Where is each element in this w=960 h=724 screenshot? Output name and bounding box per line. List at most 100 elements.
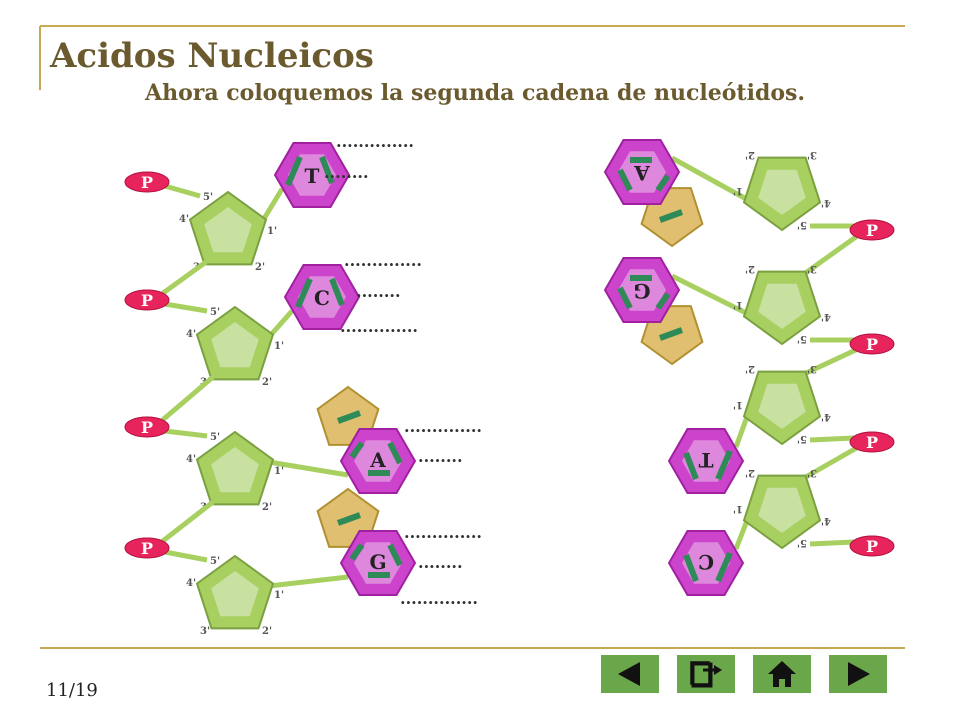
phosphate-bond (164, 428, 208, 439)
bond-dots: ........ (356, 282, 401, 301)
backbone-bond (157, 500, 215, 546)
rotated-sugar: 5'1'4'3'2' (733, 467, 831, 550)
h-bond-marker (655, 292, 671, 310)
phosphate-label: P (866, 433, 878, 452)
carbon-label: 4' (821, 197, 831, 208)
carbon-label: 1' (274, 590, 284, 601)
carbon-label: 5' (210, 432, 220, 443)
carbon-label: 2' (745, 149, 755, 160)
carbon-label: 1' (733, 185, 743, 196)
phosphate-bond (809, 435, 855, 443)
carbon-label: 3' (807, 363, 817, 374)
carbon-label: 1' (274, 341, 284, 352)
carbon-label: 1' (267, 226, 277, 237)
phosphate-label: P (141, 539, 153, 558)
h-bond-marker (295, 277, 313, 309)
phosphate-group (849, 431, 895, 453)
base-letter: C (698, 550, 714, 574)
next-button[interactable] (829, 655, 887, 693)
carbon-label: 5' (797, 219, 807, 230)
h-bond-marker (683, 553, 699, 583)
right-nucleotide: P5'1'4'3'2'C (667, 467, 895, 596)
sugar-ring-inner (211, 322, 259, 368)
bond-dots: .............. (404, 523, 482, 542)
backbone-bond (802, 443, 862, 481)
carbon-label: 4' (186, 578, 196, 589)
bond-dots: .............. (344, 251, 422, 270)
carbon-label: 2' (745, 363, 755, 374)
carbon-label: 5' (797, 333, 807, 344)
left-nucleotide: P5'1'4'3'2'A...................... (124, 375, 482, 513)
base-letter: A (369, 448, 386, 472)
phosphate-bond (164, 549, 208, 563)
backbone-bond (802, 345, 862, 377)
phosphate-bond (164, 183, 201, 199)
page-number: 11/19 (46, 680, 98, 701)
carbon-label: 4' (821, 411, 831, 422)
carbon-label: 3' (807, 467, 817, 478)
glycosidic-bond (267, 309, 294, 339)
phosphate-bond (164, 301, 208, 314)
bond-dots: ........ (418, 447, 463, 466)
rotated-sugar: 5'1'4'3'2' (733, 263, 831, 346)
phosphate-group (124, 416, 170, 438)
carbon-label: 1' (733, 399, 743, 410)
phosphate-group (849, 535, 895, 557)
base-letter: G (369, 550, 386, 574)
right-nucleotide: P 5' 1' 4' 3' 2' T (667, 363, 895, 494)
h-bond-marker (715, 449, 733, 481)
right-nucleotide: P5'1'4'3'2'G (603, 257, 895, 377)
right-nucleotide: P5'1'4'3'2'A (603, 139, 895, 277)
h-bond-marker (349, 441, 365, 459)
h-bond-marker (336, 512, 362, 526)
exit-icon (677, 655, 735, 693)
glycosidic-bond (268, 459, 349, 478)
phosphate-label: P (866, 221, 878, 240)
bond-dots: .............. (400, 589, 478, 608)
h-bond-marker (329, 277, 345, 307)
next-icon (829, 655, 887, 693)
carbon-label: 5' (203, 192, 213, 203)
phosphate-label: P (141, 291, 153, 310)
carbon-label: 5' (210, 307, 220, 318)
phosphate-label: P (141, 173, 153, 192)
glycosidic-bond (733, 413, 751, 448)
phosphate-group (849, 219, 895, 241)
carbon-label: 4' (179, 214, 189, 225)
carbon-label: 3' (200, 626, 210, 637)
h-bond-marker (655, 174, 671, 192)
h-bond-marker (617, 168, 633, 192)
slide-subtitle: Ahora coloquemos la segunda cadena de nu… (145, 80, 806, 106)
base-letter: G (633, 279, 650, 303)
sugar-ring-inner (204, 207, 252, 253)
carbon-label: 5' (797, 433, 807, 444)
rotated-base: G (603, 257, 704, 366)
carbon-label: 2' (262, 502, 272, 513)
h-bond-marker (715, 551, 733, 583)
bond-dots: ........ (418, 553, 463, 572)
home-icon (753, 655, 811, 693)
carbon-label: 1' (274, 466, 284, 477)
h-bond-marker (349, 543, 365, 561)
exit-button[interactable] (677, 655, 735, 693)
h-bond-marker (658, 209, 684, 223)
backbone-bond (802, 231, 862, 277)
phosphate-group (124, 171, 170, 193)
base-letter: T (698, 448, 713, 472)
h-bond-marker (336, 410, 362, 424)
h-bond-marker (617, 286, 633, 310)
rotated-base: T (667, 428, 745, 494)
slide-title: Acidos Nucleicos (50, 36, 374, 76)
home-button[interactable] (753, 655, 811, 693)
carbon-label: 2' (745, 263, 755, 274)
bond-dots: .............. (340, 317, 418, 336)
rotated-sugar: 5'1'4'3'2' (733, 149, 831, 232)
base-letter: A (634, 161, 651, 185)
prev-button[interactable] (601, 655, 659, 693)
sugar-ring-inner (758, 169, 806, 215)
glycosidic-bond (268, 574, 349, 589)
base-letter: C (314, 286, 330, 310)
phosphate-group (849, 333, 895, 355)
